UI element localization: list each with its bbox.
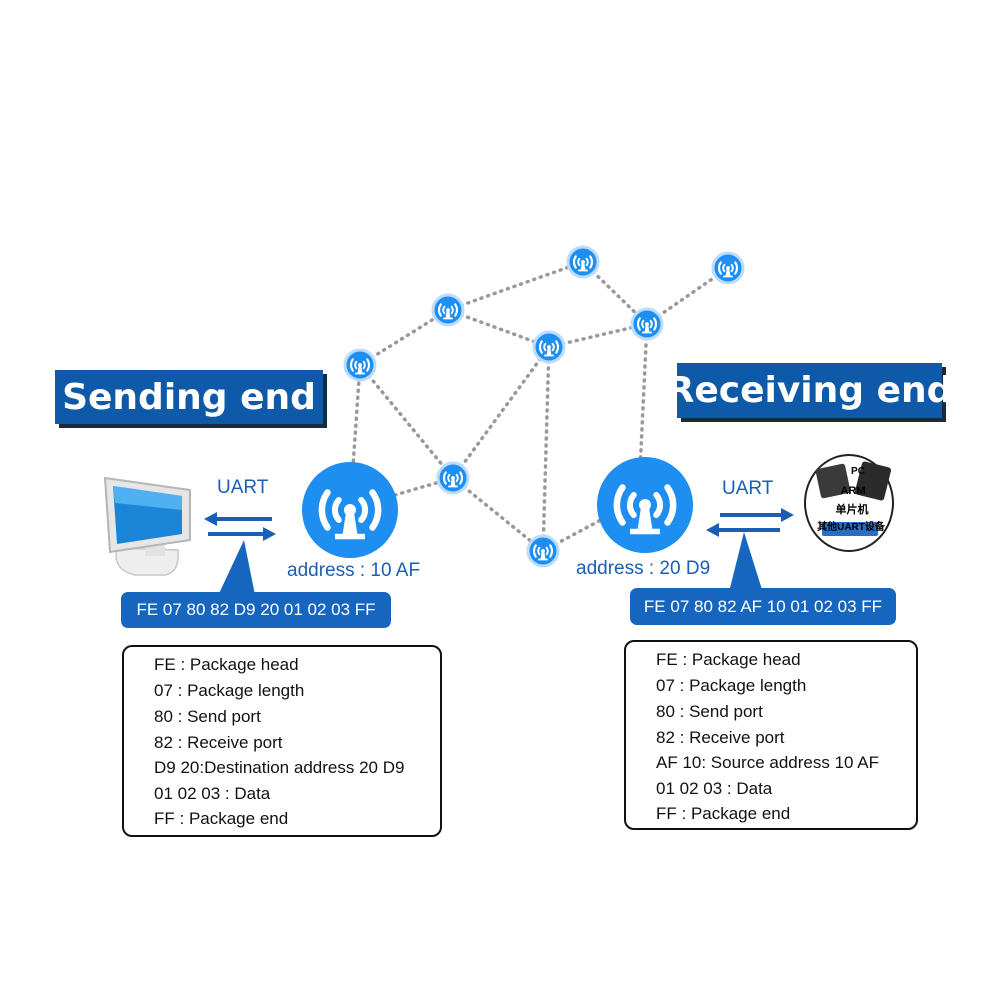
legend-line: 01 02 03 : Data — [154, 784, 271, 803]
legend-line: 07 : Package length — [656, 676, 807, 695]
small-antenna-node — [343, 348, 377, 382]
sending-uart-arrows-icon — [204, 512, 276, 541]
receiving-antenna-node — [597, 457, 693, 553]
small-antenna-node — [526, 534, 560, 568]
legend-line: 01 02 03 : Data — [656, 779, 773, 798]
device-label-pc: PC — [851, 466, 865, 477]
legend-line: D9 20:Destination address 20 D9 — [154, 758, 405, 777]
receiving-uart-arrows-icon — [706, 508, 794, 537]
small-antenna-node — [431, 293, 465, 327]
device-label-arm: ARM — [840, 485, 865, 497]
legend-line: FF : Package end — [154, 809, 289, 828]
small-antenna-node — [532, 330, 566, 364]
small-antenna-node — [711, 251, 745, 285]
small-antenna-node — [630, 307, 664, 341]
legend-line: AF 10: Source address 10 AF — [656, 753, 880, 772]
legend-line: FE : Package head — [656, 650, 801, 669]
sending-legend-box: FE : Package head 07 : Package length 80… — [122, 645, 442, 837]
small-antenna-node — [436, 461, 470, 495]
legend-line: 82 : Receive port — [656, 728, 785, 747]
receiving-end-title: Receiving end — [667, 363, 952, 418]
receiving-legend-box: FE : Package head 07 : Package length 80… — [624, 640, 918, 830]
legend-line: 80 : Send port — [154, 707, 261, 726]
small-antenna-node — [566, 245, 600, 279]
legend-line: FF : Package end — [656, 804, 791, 823]
receiving-uart-label: UART — [722, 478, 774, 499]
legend-line: 82 : Receive port — [154, 733, 283, 752]
sending-address-label: address : 10 AF — [287, 560, 421, 581]
chip-device-icon: PC ARM 单片机 其他UART设备 — [804, 454, 894, 552]
receiving-packet-box: FE 07 80 82 AF 10 01 02 03 FF — [630, 588, 896, 625]
monitor-icon — [103, 476, 191, 576]
legend-line: 80 : Send port — [656, 702, 763, 721]
sending-packet-box: FE 07 80 82 D9 20 01 02 03 FF — [121, 592, 391, 628]
receiving-callout-pointer — [728, 532, 764, 596]
legend-line: FE : Package head — [154, 655, 299, 674]
sending-end-title: Sending end — [55, 370, 323, 424]
device-label-mcu: 单片机 — [836, 502, 869, 516]
legend-line: 07 : Package length — [154, 681, 305, 700]
sending-antenna-node — [302, 462, 398, 558]
sending-uart-label: UART — [217, 477, 269, 498]
sending-callout-pointer — [216, 540, 256, 600]
device-label-other-uart: 其他UART设备 — [817, 520, 886, 533]
receiving-address-label: address : 20 D9 — [576, 558, 711, 579]
